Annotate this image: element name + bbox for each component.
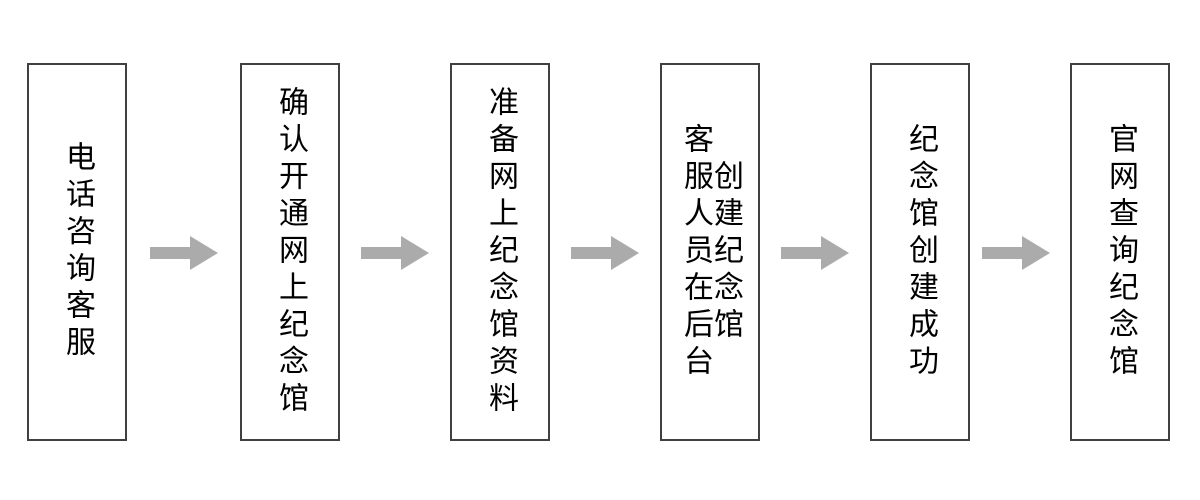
right-block-arrow-icon	[982, 236, 1050, 270]
flow-arrow-5	[982, 236, 1050, 270]
right-block-arrow-icon	[781, 236, 849, 270]
process-step-5-label: 纪念馆创建成功	[903, 122, 938, 382]
process-step-5: 纪念馆创建成功	[870, 63, 970, 441]
process-step-2-label: 确认开通网上纪念馆	[273, 85, 308, 419]
process-step-4: 创建纪念馆 客服人员在后台	[660, 63, 760, 441]
process-step-2: 确认开通网上纪念馆	[240, 63, 340, 441]
flow-arrow-4	[781, 236, 849, 270]
process-step-3: 准备网上纪念馆资料	[450, 63, 550, 441]
process-step-1-label: 电话咨询客服	[60, 141, 95, 363]
right-block-arrow-icon	[361, 236, 429, 270]
process-step-4-label-column-1: 创建纪念馆	[708, 159, 743, 345]
process-step-6: 官网查询纪念馆	[1070, 63, 1170, 441]
process-step-4-label-column-2: 客服人员在后台	[678, 122, 713, 382]
flow-arrow-1	[150, 236, 218, 270]
process-step-6-label: 官网查询纪念馆	[1103, 122, 1138, 382]
right-block-arrow-icon	[150, 236, 218, 270]
flow-arrow-3	[571, 236, 639, 270]
process-step-1: 电话咨询客服	[27, 63, 127, 441]
flow-arrow-2	[361, 236, 429, 270]
right-block-arrow-icon	[571, 236, 639, 270]
process-step-3-label: 准备网上纪念馆资料	[483, 85, 518, 419]
